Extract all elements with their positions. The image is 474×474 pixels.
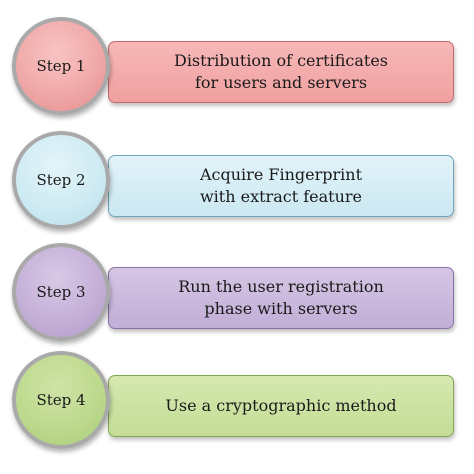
step-2-description: Acquire Fingerprint with extract feature <box>108 155 454 217</box>
step-1-description: Distribution of certificates for users a… <box>108 41 454 103</box>
step-1-circle: Step 1 <box>12 17 110 115</box>
step-4-circle: Step 4 <box>12 351 110 449</box>
step-row-2: Acquire Fingerprint with extract feature… <box>0 126 474 234</box>
step-3-description: Run the user registration phase with ser… <box>108 267 454 329</box>
step-3-circle: Step 3 <box>12 243 110 341</box>
step-row-3: Run the user registration phase with ser… <box>0 238 474 346</box>
step-2-circle: Step 2 <box>12 131 110 229</box>
step-4-description: Use a cryptographic method <box>108 375 454 437</box>
step-row-4: Use a cryptographic method Step 4 <box>0 346 474 454</box>
step-row-1: Distribution of certificates for users a… <box>0 12 474 120</box>
